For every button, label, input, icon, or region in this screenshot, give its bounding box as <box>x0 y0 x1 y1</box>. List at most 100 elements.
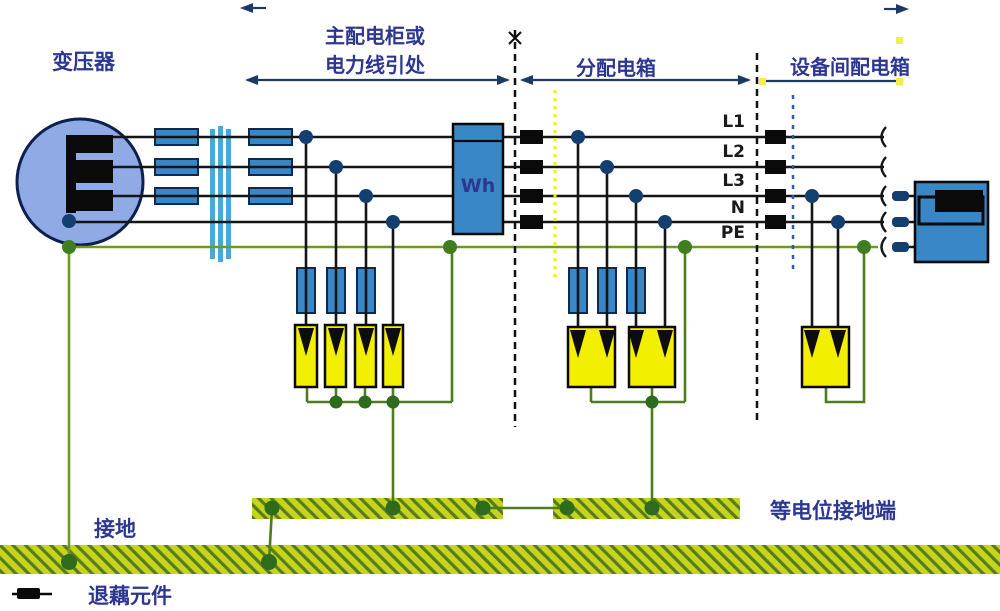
connector-arc-icon <box>880 211 887 233</box>
junction-dot <box>329 160 343 174</box>
branch-disconnectors <box>296 267 646 314</box>
connector-arc-icon <box>880 156 887 178</box>
distribution-panel-label: 分配电箱 <box>576 56 656 80</box>
device-inner-slot <box>935 190 983 212</box>
barrier-bar-1 <box>210 129 215 259</box>
winding-tooth-1 <box>66 135 113 153</box>
ground-bars <box>0 498 1000 574</box>
earth-electrode-bar <box>0 545 1000 574</box>
earth-junction-dot <box>475 500 491 516</box>
conductor-label-pe: PE <box>720 223 745 243</box>
junction-dot <box>571 130 585 144</box>
connector-arc-icon <box>880 236 887 258</box>
spd-arrow-icon <box>328 328 344 356</box>
barrier-bar-3 <box>226 129 231 259</box>
end-device <box>909 180 990 264</box>
spd-arrow-icon <box>628 330 644 358</box>
earth-junction-dot <box>329 395 343 409</box>
junction-dot <box>299 130 313 144</box>
pe-junction-dot <box>857 240 871 254</box>
main-panel-label-line1: 主配电柜或 <box>325 24 425 48</box>
transformer-windings <box>66 135 113 213</box>
divider-cross-mark-icon <box>508 31 522 45</box>
earth-junction-dot <box>61 554 77 570</box>
span-arrows <box>240 3 909 85</box>
spd-main-l2 <box>323 323 348 389</box>
equipment-branch-drops <box>810 196 840 340</box>
spd-devices <box>293 323 851 389</box>
winding-tooth-3 <box>66 190 113 211</box>
transformer-label: 变压器 <box>52 50 115 74</box>
earth-junction-dot <box>261 554 277 570</box>
conductor-label-l3: L3 <box>722 171 745 191</box>
fuse-block <box>765 215 786 229</box>
barrier-bar-2 <box>218 126 223 262</box>
line-end-connectors <box>880 126 909 258</box>
arrowhead-right-icon <box>896 4 909 14</box>
fuse-block <box>520 130 543 144</box>
distribution-spd-earth-bus <box>589 249 687 508</box>
spd-arrow-icon <box>385 328 401 356</box>
earth-junction-dot <box>559 500 575 516</box>
arrowhead-left-icon <box>240 3 253 13</box>
main-panel-label: 主配电柜或 电力线引处 <box>300 22 450 80</box>
fuse-block <box>520 189 543 203</box>
spd-arrow-icon <box>830 330 846 358</box>
connector-plug-icon <box>892 217 909 227</box>
junction-dot <box>386 215 400 229</box>
earth-junction-dot <box>264 500 280 516</box>
yellow-marker-dot <box>896 78 903 85</box>
equipment-spd-earth-loop <box>824 249 866 404</box>
wh-meter-box <box>451 122 505 236</box>
yellow-marker-dot <box>759 78 766 85</box>
spd-arrow-icon <box>657 330 673 358</box>
equipotential-label: 等电位接地端 <box>770 499 896 523</box>
spd-main-l3 <box>353 323 378 389</box>
main-panel-label-line2: 电力线引处 <box>325 53 425 77</box>
junction-dot <box>600 160 614 174</box>
junction-dot <box>629 189 643 203</box>
arrowhead-left-icon <box>520 75 533 85</box>
fuse-block <box>520 160 543 174</box>
decoupling-symbol <box>12 588 52 599</box>
main-branch-drops <box>304 137 395 340</box>
fuse-block <box>765 189 786 203</box>
arrowhead-left-icon <box>245 75 258 85</box>
earth-junction-dot <box>385 500 401 516</box>
earth-junction-dot <box>358 395 372 409</box>
earth-junction-dot <box>645 395 659 409</box>
spd-earth-buses <box>267 249 866 563</box>
equipment-panel-label: 设备间配电箱 <box>790 55 910 79</box>
fuse-block <box>765 160 786 174</box>
fuse-block <box>765 130 786 144</box>
earthing-wiring <box>67 245 878 562</box>
panel-fuses <box>520 130 786 229</box>
pe-junction-dot <box>62 240 76 254</box>
section-dividers <box>508 30 795 427</box>
junction-dot <box>658 215 672 229</box>
conductor-label-n: N <box>730 198 745 218</box>
junction-dot <box>62 214 76 228</box>
ground-label: 接地 <box>94 517 136 541</box>
connector-plug-icon <box>892 191 909 201</box>
wh-meter <box>451 122 505 236</box>
junction-dots <box>61 130 871 570</box>
main-spd-earth-bus <box>305 249 454 508</box>
spd-arrow-icon <box>358 328 374 356</box>
spd-arrow-icon <box>804 330 820 358</box>
bar-to-earth-drop <box>267 507 274 563</box>
earth-junction-dot <box>644 500 660 516</box>
isolation-barrier <box>210 126 231 262</box>
decoupling-label: 退藕元件 <box>88 584 172 608</box>
yellow-marker-dot <box>896 37 903 44</box>
wh-meter-label: Wh <box>460 175 496 197</box>
junction-dot <box>831 215 845 229</box>
conductor-label-l1: L1 <box>722 112 745 132</box>
conductor-label-l2: L2 <box>722 142 745 162</box>
spd-arrow-icon <box>599 330 615 358</box>
decoupling-element-icon <box>17 588 40 599</box>
connector-arc-icon <box>880 185 887 207</box>
spd-arrow-icon <box>298 328 314 356</box>
